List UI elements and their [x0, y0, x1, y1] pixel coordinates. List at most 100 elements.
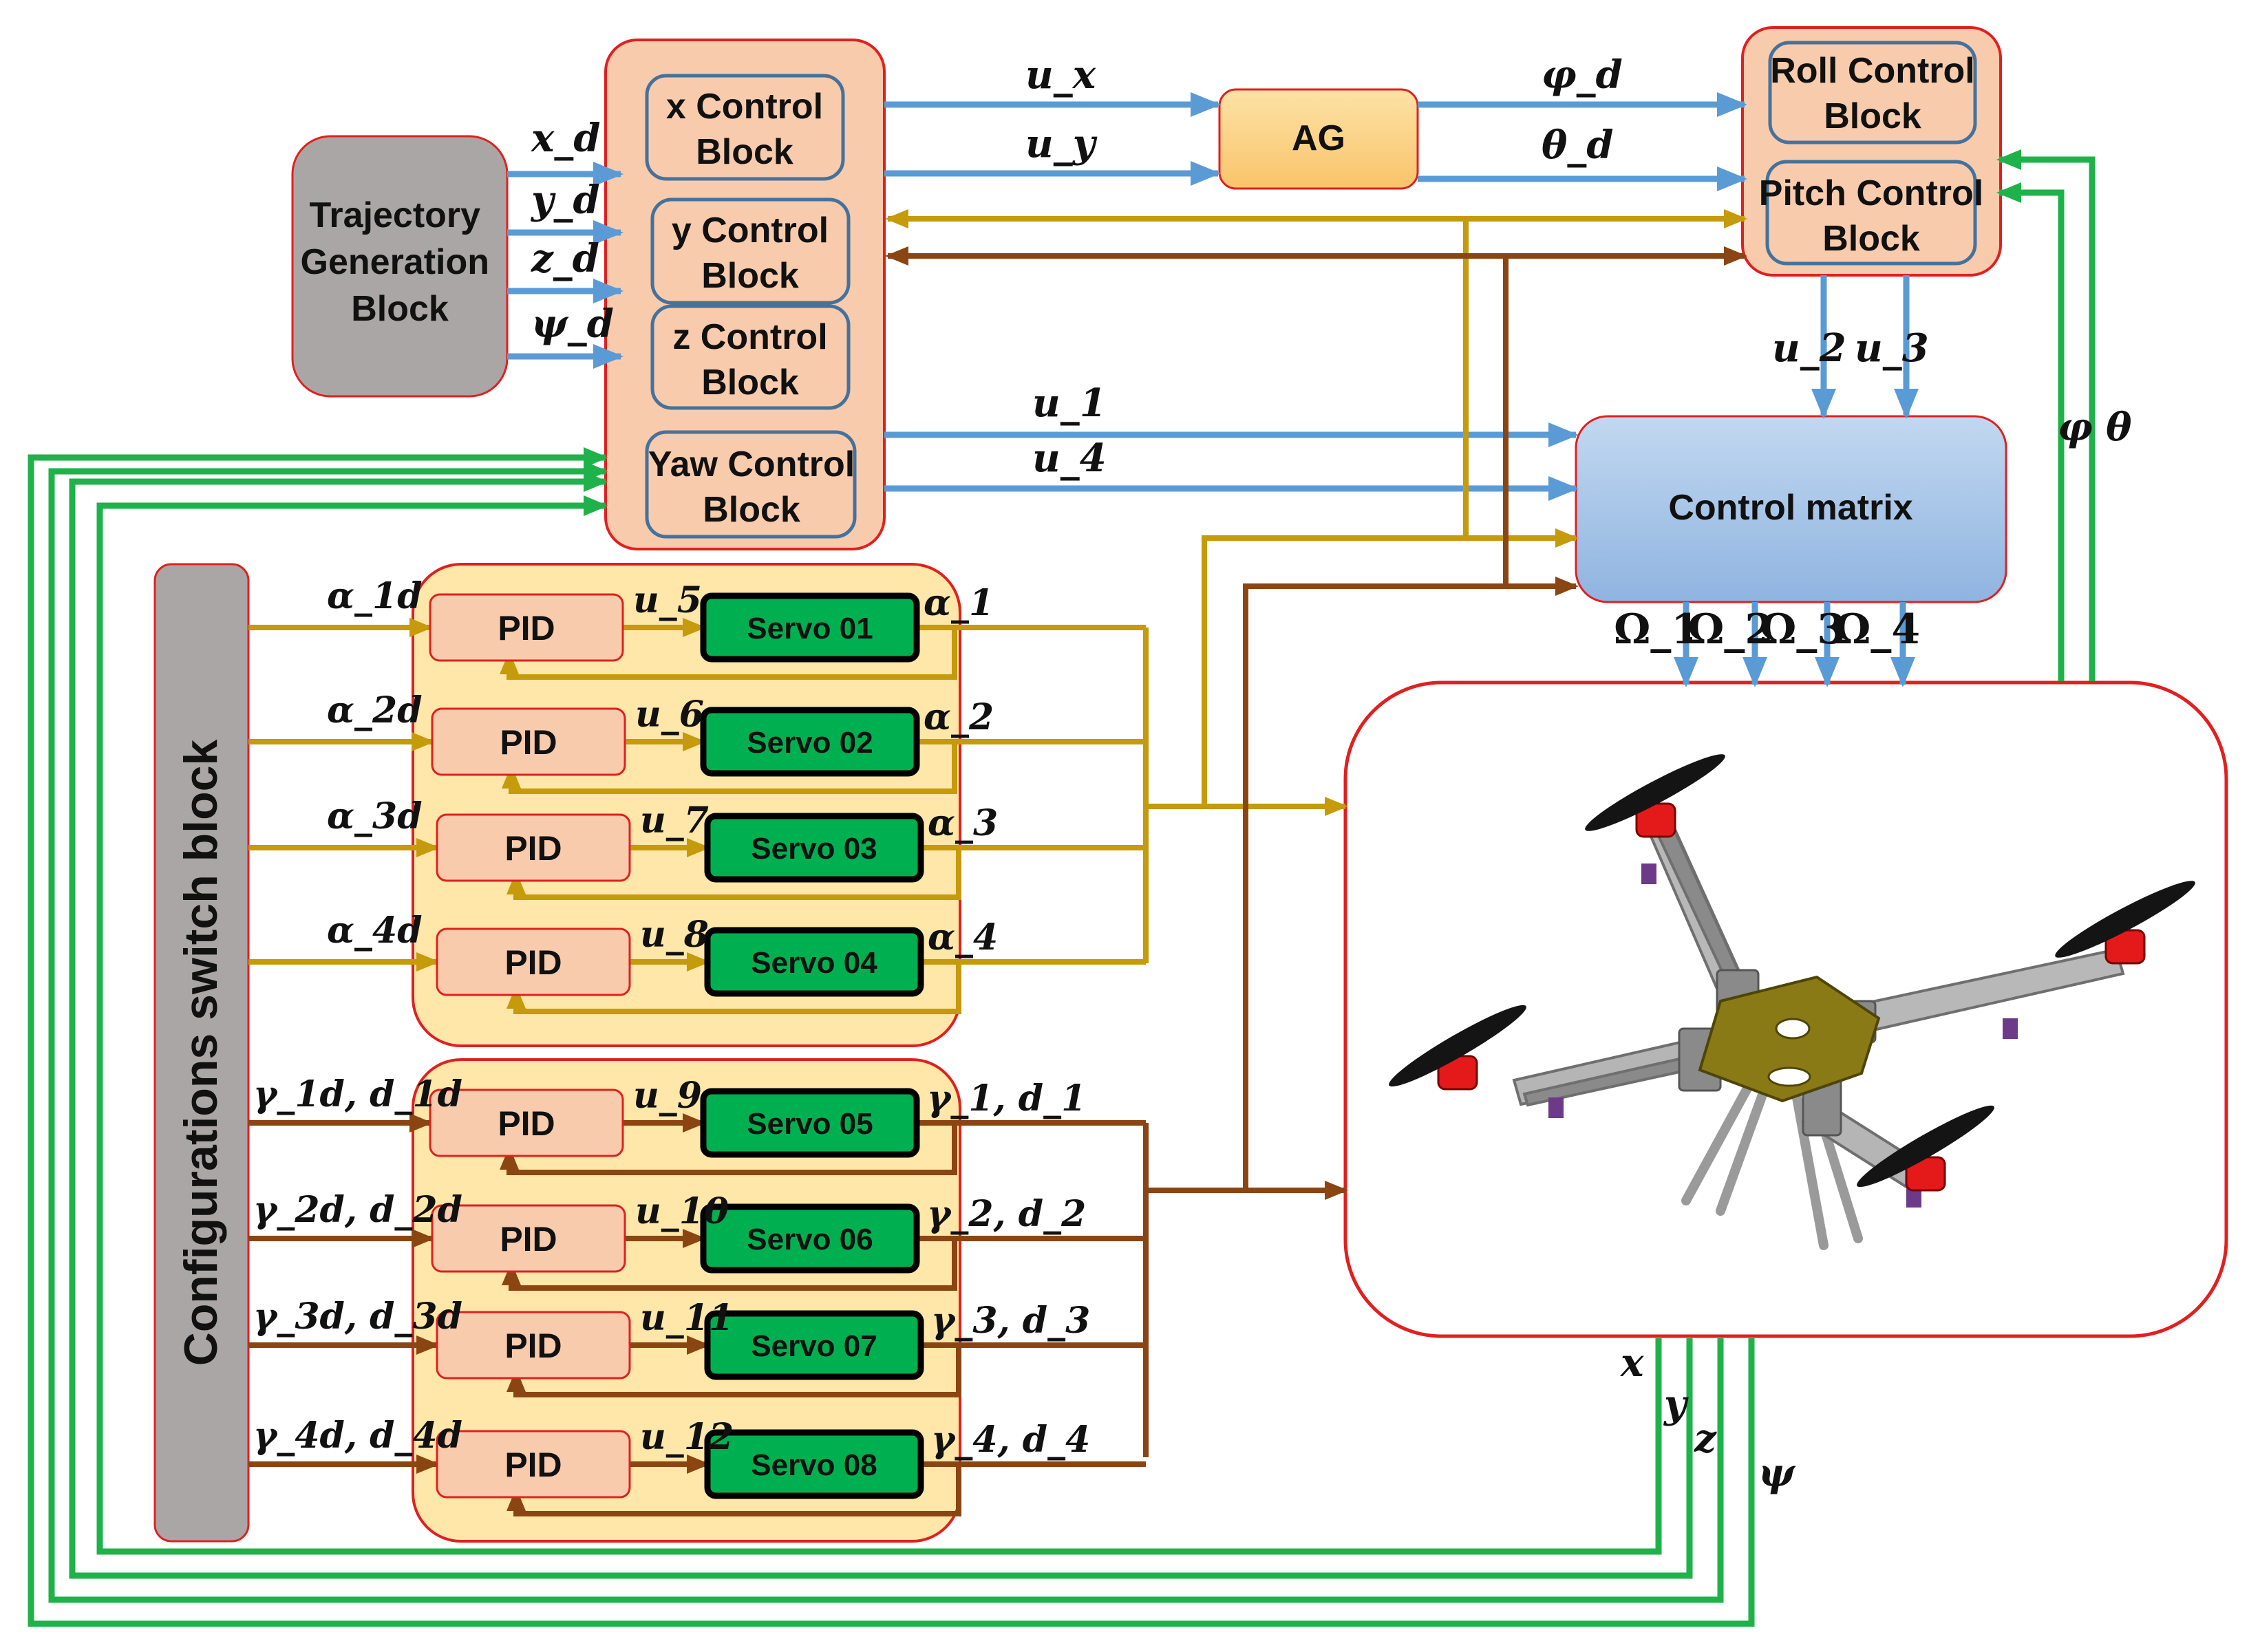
- label-x-out: x: [1620, 1340, 1644, 1386]
- servo-label-6: Servo 06: [747, 1223, 873, 1256]
- configurations-switch-block: [153, 563, 250, 1543]
- alpha-output-label-4: α_4: [928, 916, 998, 958]
- ag-block: [1218, 88, 1419, 190]
- servo-block-5: [700, 1088, 920, 1158]
- alpha-output-label-3: α_3: [928, 802, 998, 844]
- servo-input-label-2: u_6: [635, 694, 704, 736]
- label-u3: u_3: [1855, 325, 1929, 371]
- servo-row-6: PID Servo 06 u_10 γ_2d, d_2d γ_2, d_2: [248, 1189, 1146, 1291]
- servo-row-7: PID Servo 07 u_11 γ_3d, d_3d γ_3, d_3: [248, 1296, 1146, 1397]
- pid-block-1: [429, 593, 624, 662]
- servo-label-7: Servo 07: [751, 1329, 877, 1363]
- servo-label-8: Servo 08: [751, 1448, 877, 1482]
- control-matrix-block: [1575, 415, 2007, 603]
- label-omega4: Ω_4: [1834, 605, 1920, 654]
- pid-block-8: [436, 1430, 631, 1499]
- alpha-setpoint-label-2: α_2d: [327, 689, 423, 731]
- label-psid: ψ_d: [531, 301, 614, 347]
- svg-text:AG: AG: [1292, 118, 1345, 158]
- servo-block-3: [704, 813, 924, 883]
- pid-label-5: PID: [498, 1104, 555, 1143]
- servo-input-label-6: u_10: [635, 1190, 729, 1232]
- servo-input-label-3: u_7: [640, 800, 709, 841]
- servo-label-5: Servo 05: [747, 1107, 873, 1141]
- pid-block-3: [436, 813, 631, 882]
- alpha-setpoint-label-4: α_4d: [327, 910, 423, 952]
- label-thetad: θ_d: [1542, 122, 1614, 168]
- servo-row-4: PID Servo 04 u_8 α_4d α_4: [248, 910, 1146, 1014]
- yaw-control-block: [645, 430, 857, 539]
- gamma-to-control-matrix: [1243, 577, 1579, 1190]
- pid-label-8: PID: [504, 1446, 562, 1484]
- theta-feedback-loop: [1996, 182, 2065, 681]
- pid-label-4: PID: [504, 943, 562, 982]
- label-omega2: Ω_2: [1687, 605, 1773, 654]
- servo-input-label-8: u_12: [640, 1416, 734, 1458]
- servo-label-3: Servo 03: [751, 832, 877, 866]
- gamma-output-label-1: γ_1, d_1: [927, 1077, 1086, 1119]
- z-control-block: [650, 304, 851, 410]
- label-u1: u_1: [1032, 380, 1107, 426]
- servo-block-8: [704, 1429, 924, 1499]
- pid-label-7: PID: [504, 1327, 562, 1365]
- label-ux: u_x: [1025, 52, 1096, 98]
- servo-group-gamma: [412, 1058, 961, 1543]
- servo-block-6: [700, 1203, 920, 1274]
- servo-label-2: Servo 02: [747, 726, 873, 760]
- pid-block-5: [429, 1088, 624, 1157]
- label-phid: φ_d: [1542, 52, 1623, 98]
- pid-label-1: PID: [498, 609, 555, 647]
- label-z-out: z: [1694, 1416, 1717, 1461]
- pid-label-2: PID: [500, 723, 557, 762]
- label-uy: u_y: [1025, 121, 1098, 167]
- servo-block-4: [704, 927, 924, 997]
- servo-block-7: [704, 1310, 924, 1380]
- pid-block-6: [431, 1204, 626, 1273]
- trajectory-generation-block: [291, 135, 509, 398]
- gamma-setpoint-label-4: γ_4d, d_4d: [253, 1415, 462, 1457]
- servo-input-label-4: u_8: [640, 914, 709, 956]
- gamma-output-label-2: γ_2, d_2: [927, 1193, 1086, 1235]
- psi-feedback-loop: [28, 447, 1755, 1627]
- quadrotor-image: [1389, 754, 2195, 1250]
- alpha-output-label-1: α_1: [924, 582, 994, 624]
- pitch-control-block: [1765, 160, 1977, 266]
- servo-row-3: PID Servo 03 u_7 α_3d α_3: [248, 795, 1146, 900]
- pid-label-6: PID: [500, 1220, 557, 1258]
- svg-text:Control matrix: Control matrix: [1668, 488, 1912, 528]
- label-u4: u_4: [1032, 436, 1107, 481]
- z-feedback-loop: [48, 461, 1724, 1603]
- alpha-setpoint-label-3: α_3d: [327, 795, 423, 837]
- label-zd: z_d: [531, 236, 599, 281]
- servo-label-4: Servo 04: [751, 946, 877, 980]
- x-feedback-loop: [96, 495, 1662, 1555]
- servo-label-1: Servo 01: [747, 612, 873, 645]
- pid-label-3: PID: [504, 829, 562, 868]
- gamma-setpoint-label-3: γ_3d, d_3d: [253, 1296, 462, 1338]
- y-feedback-loop: [69, 471, 1693, 1579]
- servo-row-2: PID Servo 02 u_6 α_2d α_2: [248, 689, 1146, 794]
- servo-block-1: [700, 592, 920, 663]
- gamma-setpoint-label-2: γ_2d, d_2d: [253, 1189, 462, 1231]
- servo-group-alpha: [412, 563, 961, 1047]
- label-phi-theta: φ θ: [2058, 405, 2132, 450]
- label-omega1: Ω_1: [1614, 605, 1700, 654]
- gamma-output-label-3: γ_3, d_3: [931, 1300, 1090, 1342]
- alpha-output-label-2: α_2: [924, 696, 994, 738]
- pid-block-2: [431, 707, 626, 776]
- label-y-out: y: [1663, 1382, 1689, 1427]
- servo-input-label-7: u_11: [640, 1297, 734, 1339]
- label-psi-out: ψ: [1758, 1450, 1796, 1496]
- label-xd: x_d: [531, 116, 601, 161]
- label-omega3: Ω_3: [1760, 605, 1846, 654]
- x-control-block: [645, 74, 845, 181]
- label-yd: y_d: [530, 178, 600, 223]
